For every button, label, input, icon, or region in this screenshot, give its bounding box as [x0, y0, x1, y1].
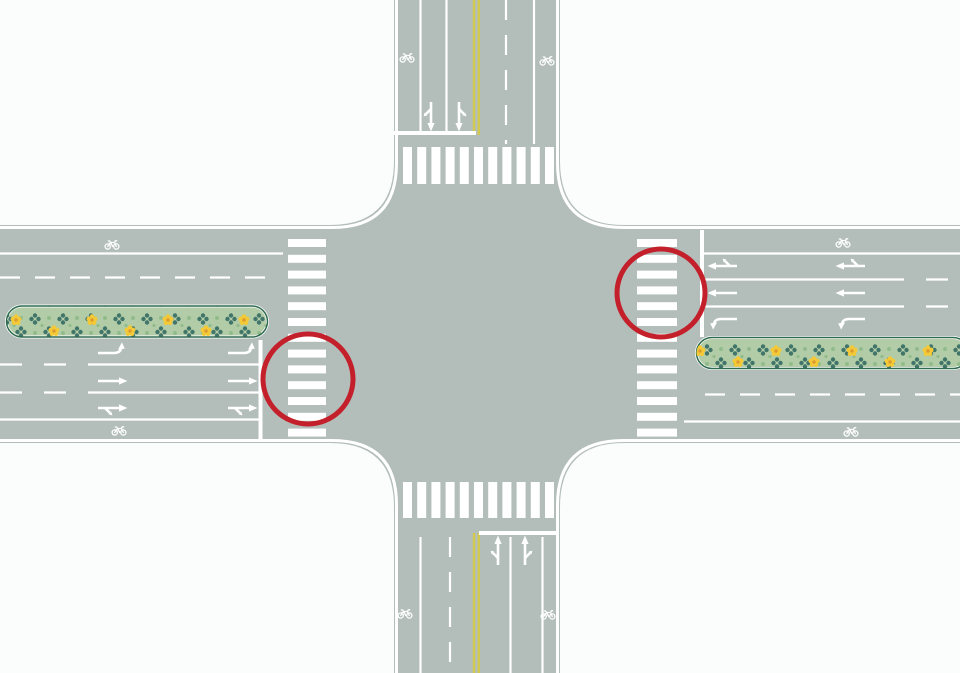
crosswalk-stripe	[637, 318, 677, 326]
crosswalk-stripe	[288, 333, 326, 342]
crosswalk-stripe	[488, 482, 498, 518]
crosswalk-stripe	[288, 365, 326, 374]
highlight-circle-east-crosswalk	[614, 246, 708, 340]
crosswalk-stripe	[417, 147, 427, 184]
edge-line-northwest	[0, 0, 398, 229]
stop-line	[394, 131, 476, 135]
crosswalk-stripe	[637, 412, 677, 421]
crosswalk-stripe	[431, 147, 441, 184]
crosswalk-stripe	[288, 270, 326, 279]
crosswalk-stripe	[288, 428, 326, 437]
crosswalk-stripe	[459, 147, 469, 184]
crosswalk-stripe	[431, 482, 441, 518]
crosswalk-stripe	[545, 482, 554, 518]
crosswalk-stripe	[516, 482, 526, 518]
crosswalk-stripe	[530, 482, 540, 518]
crosswalk-stripe	[530, 147, 540, 184]
crosswalk-stripe	[288, 254, 326, 263]
edge-line-northeast	[556, 0, 960, 229]
crosswalk-stripe	[637, 381, 677, 390]
crosswalk-stripe	[545, 147, 554, 184]
median-flower-overlay	[696, 337, 960, 369]
crosswalk-stripe	[637, 365, 677, 374]
highlight-circle-west-crosswalk	[260, 331, 356, 427]
crosswalk-stripe	[637, 239, 677, 247]
crosswalk-stripe	[288, 286, 326, 295]
markings-north-road	[394, 0, 536, 144]
markings-south-road	[419, 531, 559, 673]
crosswalk-south	[403, 482, 554, 518]
median-east	[695, 336, 960, 370]
crosswalk-stripe	[288, 381, 326, 390]
crosswalk-stripe	[502, 147, 512, 184]
crosswalk-stripe	[637, 254, 677, 263]
crosswalk-stripe	[445, 147, 455, 184]
crosswalk-stripe	[417, 482, 427, 518]
crosswalk-stripe	[288, 349, 326, 358]
highlight-circles	[260, 246, 708, 427]
crosswalk-stripe	[637, 397, 677, 405]
crosswalk-stripe	[403, 147, 412, 184]
crosswalk-stripe	[288, 302, 326, 311]
crosswalk-stripe	[459, 482, 469, 518]
stop-line	[258, 340, 263, 439]
edge-line-southwest	[0, 439, 398, 673]
crosswalk-stripe	[637, 286, 677, 295]
crosswalk-stripe	[403, 482, 412, 518]
crosswalk-stripe	[637, 302, 677, 311]
crosswalk-stripe	[288, 318, 326, 326]
crosswalk-stripe	[288, 239, 326, 247]
crosswalk-stripe	[288, 397, 326, 405]
crosswalk-north	[403, 147, 554, 184]
median-flower-overlay	[6, 306, 268, 337]
crosswalk-stripe	[288, 412, 326, 421]
median-west	[5, 304, 269, 339]
crosswalk-stripe	[445, 482, 455, 518]
edge-line-southeast	[556, 439, 960, 673]
crosswalk-stripe	[474, 147, 483, 184]
crosswalk-stripe	[474, 482, 483, 518]
crosswalk-stripe	[516, 147, 526, 184]
stop-line	[479, 531, 559, 535]
crosswalk-stripe	[502, 482, 512, 518]
crosswalk-stripe	[637, 428, 677, 437]
crosswalk-stripe	[637, 270, 677, 279]
crosswalk-stripe	[488, 147, 498, 184]
crosswalk-stripe	[637, 349, 677, 358]
markings-west-road	[0, 252, 283, 439]
crosswalk-west	[288, 239, 326, 437]
